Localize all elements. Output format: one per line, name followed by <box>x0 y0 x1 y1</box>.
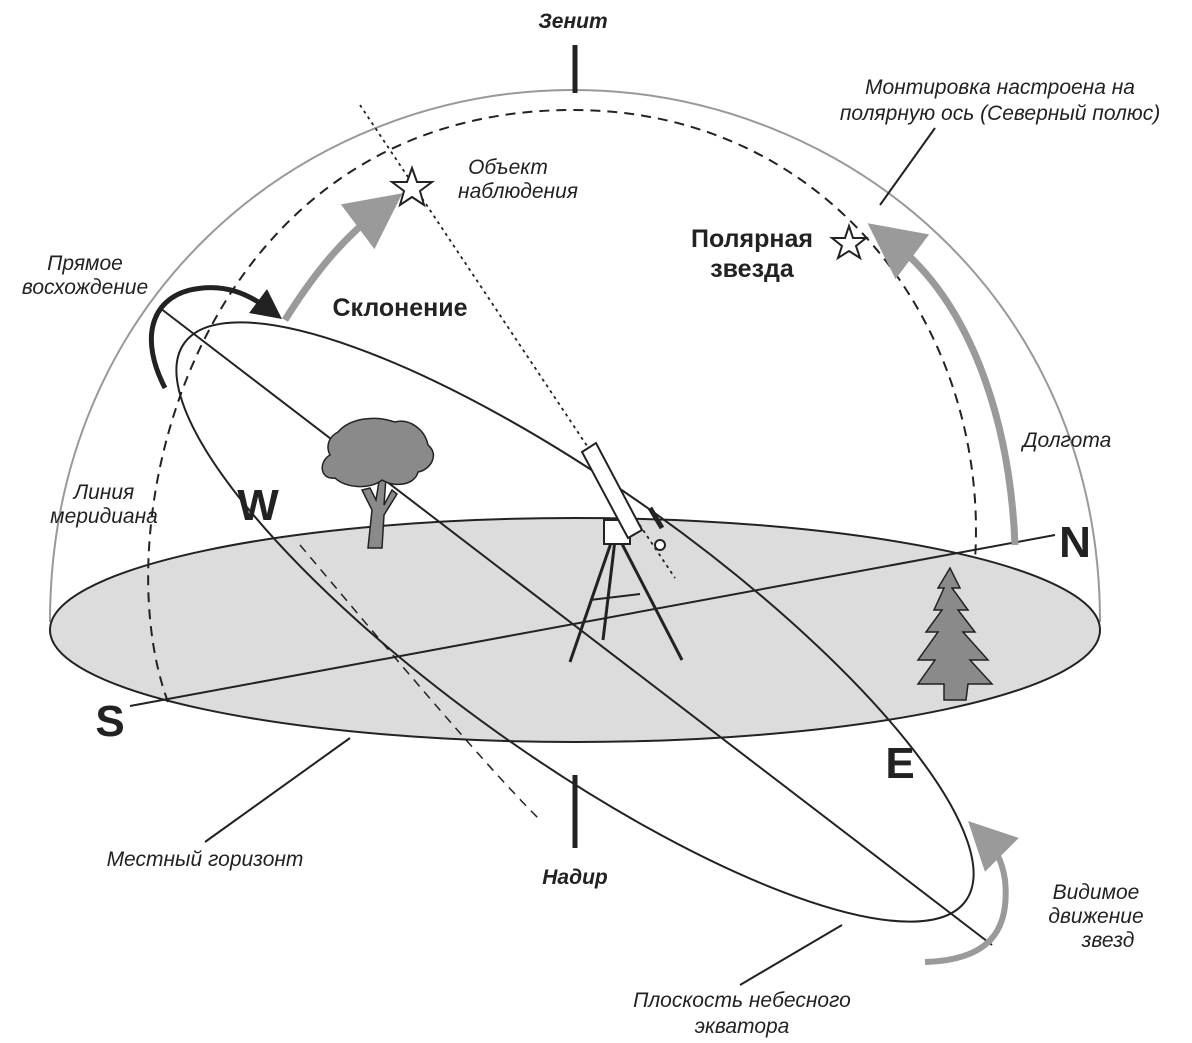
horizon-leader <box>204 737 351 843</box>
longitude-arrow <box>867 223 1019 546</box>
south-north-axis <box>129 534 1056 707</box>
polaris-label-line2: звезда <box>710 255 795 283</box>
meridian-label-line1: Линия <box>72 481 135 504</box>
zenith-label: Зенит <box>538 10 607 33</box>
polaris-star-icon <box>829 222 869 261</box>
motion-label-line2: движение <box>1048 905 1143 928</box>
polaris-label-line1: Полярная <box>691 225 813 253</box>
motion-label-line3: звезд <box>1081 929 1135 952</box>
ra-label-line2: восхождение <box>22 276 148 299</box>
horizon-plane <box>49 517 1101 743</box>
mount-label-line2: полярную ось (Северный полюс) <box>840 102 1160 125</box>
declination-arrow <box>282 193 403 322</box>
north-label: N <box>1059 518 1091 567</box>
deciduous-tree-icon <box>321 417 435 549</box>
equator-label-line2: экватора <box>695 1015 790 1038</box>
east-label: E <box>885 739 914 788</box>
equator-back-dashed <box>299 544 541 821</box>
right-ascension-arrow <box>148 285 283 390</box>
telescope-icon <box>568 441 684 663</box>
nadir-label: Надир <box>542 866 608 889</box>
object-star-icon <box>389 165 435 208</box>
apparent-motion-arrow <box>924 821 1019 965</box>
west-east-line <box>159 307 993 946</box>
object-label-line1: Объект <box>468 156 548 179</box>
west-label: W <box>237 481 279 530</box>
motion-label-line1: Видимое <box>1053 881 1140 904</box>
south-label: S <box>95 697 124 746</box>
meridian-line <box>147 108 977 703</box>
horizon-label: Местный горизонт <box>107 848 304 871</box>
mount-label-line1: Монтировка настроена на <box>865 76 1135 99</box>
declination-label: Склонение <box>332 294 467 322</box>
equator-label-line1: Плоскость небесного <box>633 989 851 1012</box>
ra-label-line1: Прямое <box>47 252 123 275</box>
longitude-label: Долгота <box>1021 429 1112 452</box>
meridian-label-line2: меридиана <box>50 505 158 528</box>
object-label-line2: наблюдения <box>458 180 578 203</box>
mount-leader <box>879 127 936 206</box>
equator-leader <box>739 924 843 986</box>
pine-tree-icon <box>916 566 994 701</box>
